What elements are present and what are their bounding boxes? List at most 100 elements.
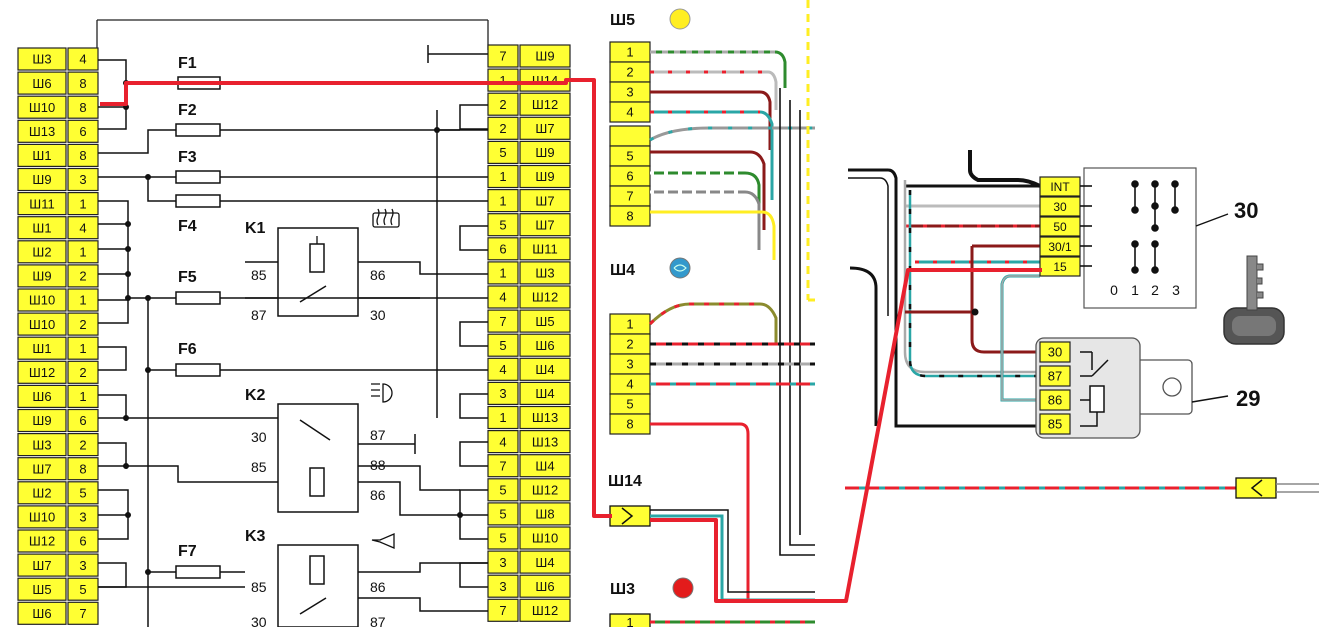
connector-pin: 1 xyxy=(626,317,633,332)
connector-pin: 8 xyxy=(626,417,633,432)
bottom-right-harness xyxy=(845,477,1319,499)
pin-number: 6 xyxy=(79,534,86,549)
relay-k1: K1 85 86 87 30 xyxy=(245,208,400,323)
ignition-switch-number: 30 xyxy=(1234,198,1258,223)
fuse-f4: F4 xyxy=(175,194,221,235)
connector-pin: 8 xyxy=(626,209,633,224)
pin-number: 2 xyxy=(79,365,86,380)
relay-29-pin: 85 xyxy=(1048,417,1062,432)
fuse-label: F2 xyxy=(178,102,197,119)
connector-sh3-header: Ш3 xyxy=(610,577,694,599)
pin-number: 7 xyxy=(499,49,506,64)
connector-name: Ш2 xyxy=(32,485,51,500)
fuse-label: F5 xyxy=(178,269,197,286)
pin-number: 1 xyxy=(79,196,86,211)
connector-name: Ш3 xyxy=(535,266,554,281)
connector-label: Ш14 xyxy=(608,473,642,490)
pin-number: 4 xyxy=(499,362,506,377)
connector-pin: 5 xyxy=(626,149,633,164)
pin-number: 5 xyxy=(499,482,506,497)
connector-pin: 3 xyxy=(626,357,633,372)
pin-number: 3 xyxy=(499,555,506,570)
connector-name: Ш7 xyxy=(32,461,51,476)
sh4-harness xyxy=(648,302,815,600)
pin-number: 1 xyxy=(79,244,86,259)
relay-k2: K2 30 87 85 88 86 xyxy=(245,383,393,513)
pin-number: 8 xyxy=(79,461,86,476)
pin-number: 3 xyxy=(499,386,506,401)
left-connector-row: Ш7 8 xyxy=(17,457,99,481)
pin-number: 7 xyxy=(499,458,506,473)
pin-number: 1 xyxy=(499,73,506,88)
connector-sh5-header: Ш5 xyxy=(610,8,691,30)
connector-name: Ш9 xyxy=(535,145,554,160)
ignition-terminal: 50 xyxy=(1053,220,1067,234)
connector-name: Ш10 xyxy=(29,100,55,115)
mounting-block-outline xyxy=(96,19,489,50)
pin-number: 2 xyxy=(79,269,86,284)
connector-name: Ш12 xyxy=(29,534,55,549)
pin-number: 1 xyxy=(79,293,86,308)
connector-pin: 3 xyxy=(626,85,633,100)
pin-number: 4 xyxy=(79,52,86,67)
connector-name: Ш6 xyxy=(32,76,51,91)
ignition-position-label: 1 xyxy=(1131,282,1139,298)
pin-number: 8 xyxy=(79,148,86,163)
connector-name: Ш6 xyxy=(32,606,51,621)
connector-sh14: Ш14 xyxy=(608,473,815,602)
pin-number: 3 xyxy=(79,510,86,525)
pin-number: 5 xyxy=(499,338,506,353)
connector-name: Ш6 xyxy=(535,579,554,594)
connector-name: Ш12 xyxy=(532,290,558,305)
connector-name: Ш10 xyxy=(29,293,55,308)
pin-number: 1 xyxy=(499,410,506,425)
pin-number: 5 xyxy=(79,582,86,597)
pin-number: 5 xyxy=(499,531,506,546)
pin-number: 6 xyxy=(79,413,86,428)
connector-name: Ш9 xyxy=(535,49,554,64)
connector-pin: 7 xyxy=(626,189,633,204)
ignition-terminal: 30/1 xyxy=(1048,240,1072,254)
connector-pin: 4 xyxy=(626,377,633,392)
connector-name: Ш4 xyxy=(535,362,554,377)
connector-name: Ш7 xyxy=(32,558,51,573)
connector-name: Ш1 xyxy=(32,220,51,235)
junction-dots xyxy=(123,80,463,575)
connector-name: Ш13 xyxy=(532,434,558,449)
relay-29-pin: 87 xyxy=(1048,369,1062,384)
connector-name: Ш7 xyxy=(535,193,554,208)
connector-name: Ш14 xyxy=(532,73,558,88)
fuse-f5: F5 xyxy=(175,269,221,305)
fuse-f3: F3 xyxy=(175,149,221,184)
connector-sh3: 1 xyxy=(609,613,815,627)
connector-name: Ш6 xyxy=(32,389,51,404)
pin-number: 1 xyxy=(499,169,506,184)
fuse-label: F4 xyxy=(178,218,197,235)
pin-number: 5 xyxy=(499,217,506,232)
